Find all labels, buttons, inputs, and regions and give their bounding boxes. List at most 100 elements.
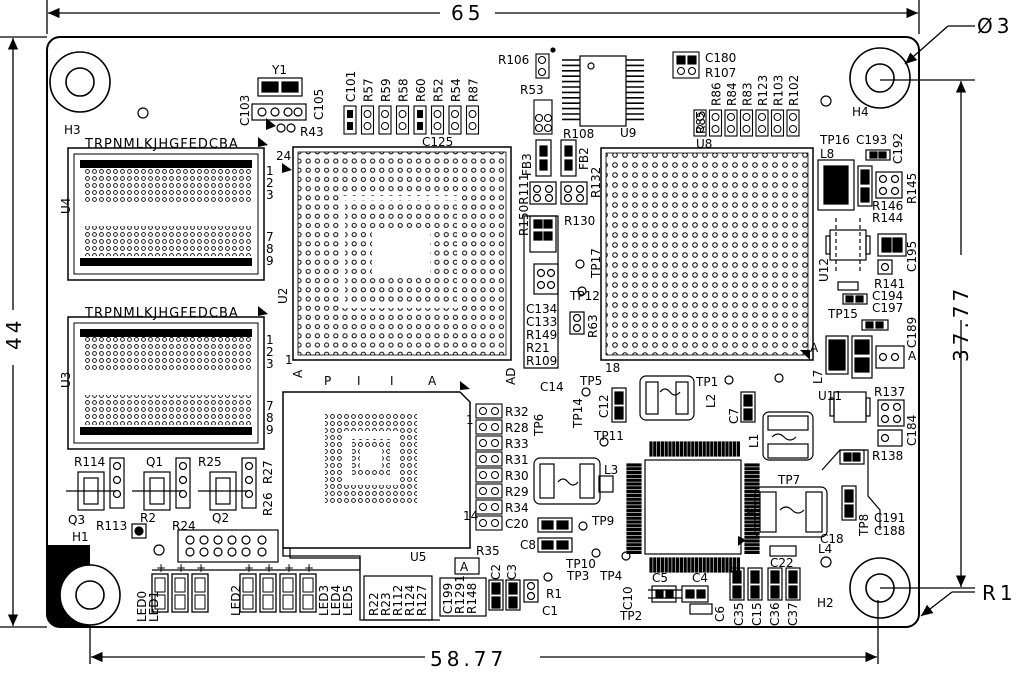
top-right-part-label: R123 bbox=[756, 75, 770, 106]
u1-pin bbox=[626, 493, 642, 497]
r150-r111-label: R150R111 bbox=[517, 174, 531, 237]
u1-pin bbox=[626, 471, 642, 475]
u3-row-labels: TRPNMLKJHGFEDCBA bbox=[84, 306, 239, 321]
u1-pin bbox=[744, 497, 760, 501]
tp12-label: TP12 bbox=[569, 289, 600, 303]
top-part-label: C101 bbox=[344, 71, 358, 102]
center-power-section bbox=[488, 375, 828, 615]
top-part-hole bbox=[433, 122, 442, 130]
u1-pin bbox=[626, 490, 642, 494]
u1-pin bbox=[744, 509, 760, 513]
l8-label: L8 bbox=[820, 147, 834, 161]
led-outline bbox=[259, 573, 277, 613]
u1-pin bbox=[679, 557, 684, 573]
r43-label: R43 bbox=[300, 125, 324, 139]
top-right-part-label: R86 bbox=[710, 82, 724, 106]
res-col-pad bbox=[475, 419, 503, 435]
u3-row-2: 2 bbox=[266, 345, 274, 359]
top-part-label: R54 bbox=[449, 78, 463, 102]
top-part-hole bbox=[451, 122, 459, 130]
top-right-part-pad bbox=[693, 109, 707, 137]
u1-label: U1 bbox=[745, 504, 759, 520]
u1-pin bbox=[672, 441, 676, 457]
res-col-hole bbox=[479, 471, 487, 479]
c195-label: C195 bbox=[905, 241, 919, 272]
u1-pin bbox=[713, 441, 718, 457]
bottom-res-box bbox=[363, 575, 433, 621]
res-col-hole bbox=[491, 407, 499, 415]
top-part-label: R60 bbox=[414, 78, 428, 102]
led-pad bbox=[174, 577, 186, 593]
tp3-label: TP3 bbox=[566, 569, 589, 583]
ferrite-beads bbox=[523, 139, 588, 369]
u2-col-p: P bbox=[324, 374, 331, 388]
c35-label: C35 bbox=[732, 602, 746, 626]
u1-pin bbox=[626, 474, 642, 478]
mounting-holes bbox=[49, 47, 911, 626]
u1-pin bbox=[710, 441, 714, 457]
u1-pin bbox=[744, 531, 760, 536]
u4-row-7: 7 bbox=[266, 230, 274, 244]
chip-u5 bbox=[282, 391, 471, 621]
c14-label: C14 bbox=[540, 380, 564, 394]
led3-label-wrap: LED3 bbox=[317, 585, 331, 616]
res-col-pad bbox=[475, 483, 503, 499]
res-col-pad bbox=[475, 403, 503, 419]
u1-pin bbox=[744, 527, 760, 532]
led-outline bbox=[299, 573, 317, 613]
u1-pin bbox=[717, 441, 722, 457]
top-part-hole bbox=[381, 122, 389, 130]
c2-label: C2 bbox=[489, 564, 503, 580]
res-col-label: R31 bbox=[505, 453, 529, 467]
top-part-hole bbox=[433, 110, 442, 118]
top-right-part-hole bbox=[773, 113, 782, 121]
hole-label-h3: H3 bbox=[64, 123, 81, 137]
r149-label: R149 bbox=[526, 328, 557, 342]
led-pad bbox=[282, 577, 294, 593]
res-col-hole bbox=[491, 423, 499, 431]
r35-label: R35 bbox=[476, 544, 500, 558]
u1-pin bbox=[626, 505, 642, 509]
top-right-part-hole bbox=[773, 125, 782, 133]
bottom-cap-label: C199 bbox=[441, 583, 455, 614]
r27-label: R27 bbox=[261, 460, 275, 484]
led4-label-wrap: LED4 bbox=[329, 585, 343, 616]
dim-top-width: 65 bbox=[451, 1, 484, 25]
dim-bottom-width: 58.77 bbox=[430, 647, 507, 671]
r107-label: R107 bbox=[705, 66, 736, 80]
c3-label: C3 bbox=[505, 564, 519, 580]
r130-label: R130 bbox=[564, 214, 595, 228]
led-pad bbox=[282, 594, 294, 610]
top-right-part-hole bbox=[742, 113, 751, 121]
u1-pin bbox=[713, 557, 718, 573]
u8-corner-a: A bbox=[810, 341, 819, 355]
tp8-label: TP8 bbox=[857, 514, 871, 537]
led-pad bbox=[242, 577, 254, 593]
tp6-label: TP6 bbox=[532, 414, 546, 437]
u1-pin bbox=[744, 482, 760, 486]
res-col-hole bbox=[491, 519, 499, 527]
u1-pin bbox=[744, 474, 760, 478]
u1-pin bbox=[626, 467, 642, 471]
c188-label: C188 bbox=[874, 524, 905, 538]
led-outline-trace bbox=[152, 547, 361, 571]
led-pad bbox=[154, 594, 166, 610]
led-pad bbox=[302, 577, 314, 593]
top-part-hole bbox=[398, 122, 407, 130]
bottom-res-label: R112 bbox=[391, 585, 405, 616]
l4-label: L4 bbox=[818, 542, 832, 556]
led5-label: LED5 bbox=[341, 585, 355, 616]
u2-marker-bottom bbox=[460, 381, 470, 390]
u3-pin1-marker bbox=[258, 306, 268, 316]
top-part-pad bbox=[395, 105, 410, 135]
res-col-hole bbox=[491, 455, 499, 463]
u4-row-1: 1 bbox=[266, 164, 274, 178]
res-col-pad bbox=[475, 451, 503, 467]
led5-label-wrap: LED5 bbox=[341, 585, 355, 616]
res-col-hole bbox=[479, 439, 487, 447]
crystal-marker bbox=[266, 118, 276, 130]
l3-label: L3 bbox=[604, 463, 618, 477]
u1-pin bbox=[744, 546, 760, 551]
led-polarity-plus: + bbox=[176, 561, 186, 575]
led-pad bbox=[262, 577, 274, 593]
